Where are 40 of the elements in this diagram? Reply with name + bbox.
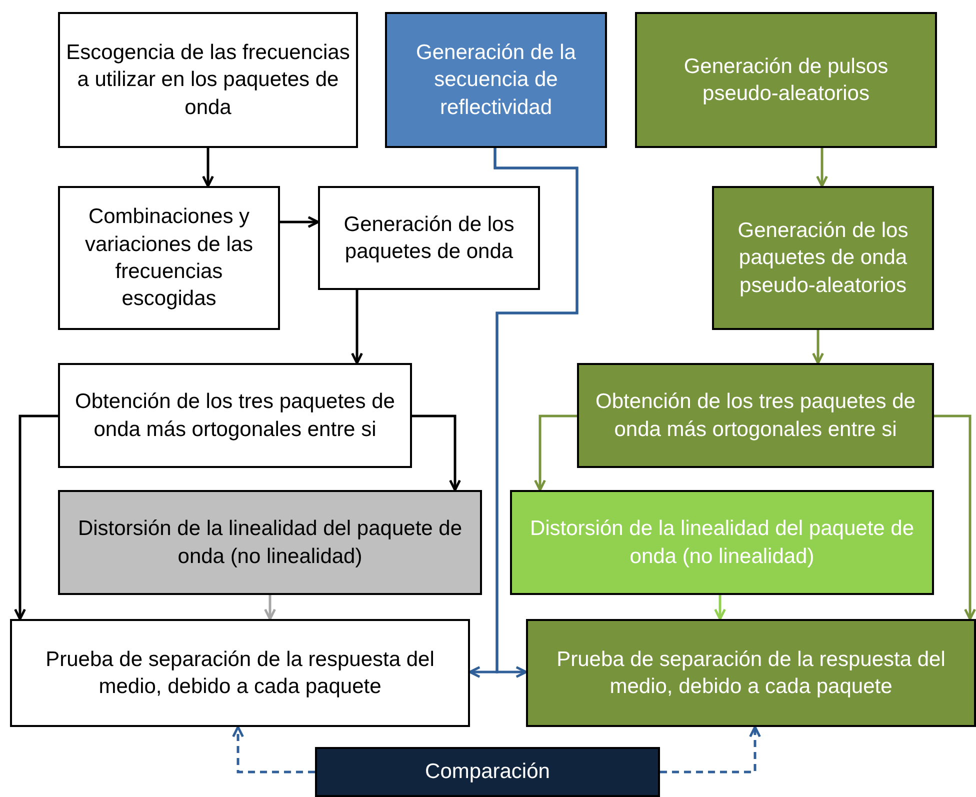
arrow [494,148,578,678]
arrow [934,414,976,620]
process-box [510,490,934,595]
arrow [280,216,320,228]
box-label: Combinaciones y variaciones de las frecuencias escogidas [84,204,254,312]
box-label: Prueba de separación de la respuesta del medio, debido a cada paquete [44,646,436,700]
box-label: Obtención de los tres paquetes de onda más ortogonales entre si [594,389,916,442]
process-box [318,186,540,290]
arrow [232,726,315,774]
process-box [577,363,934,468]
box-label: Distorsión de la linealidad del paquete de onda (no linealidad) [528,516,916,570]
box-label: Generación de los paquetes de onda [342,212,516,265]
process-box [385,12,607,148]
box-label: Distorsión de la linealidad del paquete de onda (no linealidad) [76,516,464,570]
arrow [412,414,461,492]
box-label: Prueba de separación de la respuesta del medio, debido a cada paquete [556,646,946,700]
process-box [315,747,660,797]
process-box [58,490,482,595]
arrow [816,148,828,188]
process-box [712,186,934,330]
box-label: Generación de los paquetes de onda pseudo-aleatorios [736,218,910,299]
arrow [351,290,363,364]
arrow [714,595,726,620]
box-label: Obtención de los tres paquetes de onda más ortogonales entre si [74,389,396,442]
arrow [534,414,577,492]
arrow [14,414,58,620]
process-box [58,363,412,468]
box-label: Comparación [425,759,550,786]
process-box [635,12,937,148]
arrow [264,595,276,620]
box-label: Escogencia de las frecuencias a utilizar en los paquetes de onda [66,40,350,121]
process-box [10,619,470,727]
arrow [202,148,214,188]
process-box [58,186,280,330]
arrow [660,726,761,774]
process-box [526,619,976,727]
box-label: Generación de la secuencia de reflectividad [415,40,577,121]
process-box [58,12,358,148]
arrow [812,330,824,364]
box-label: Generación de pulsos pseudo-aleatorios [682,54,890,107]
